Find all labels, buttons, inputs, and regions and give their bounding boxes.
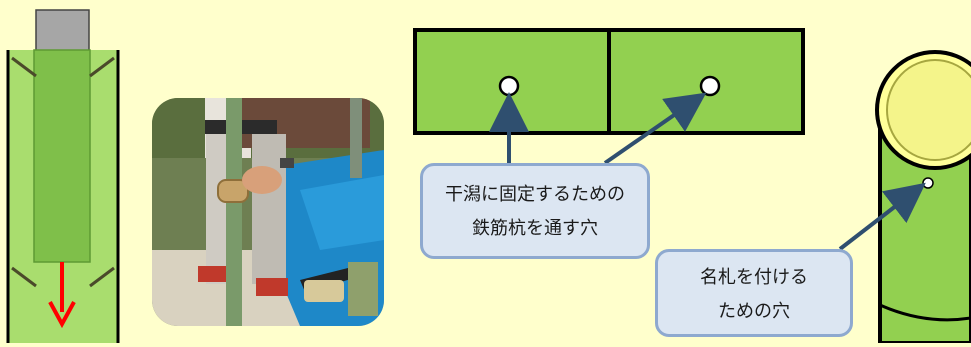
callout-nametag-hole: 名札を付ける ための穴 bbox=[655, 249, 853, 337]
node-slash-tr bbox=[89, 56, 115, 78]
bamboo-top-view bbox=[413, 28, 805, 135]
callout-rebar-hole: 干潟に固定するための 鉄筋杭を通す穴 bbox=[420, 163, 650, 259]
rebar-hole-right bbox=[699, 75, 721, 97]
rebar-hole-left bbox=[498, 75, 520, 97]
bamboo-section-diagram bbox=[6, 9, 120, 343]
nametag-hole bbox=[922, 177, 934, 189]
leader-arrow-nametag bbox=[838, 182, 926, 251]
leader-arrow-right-hole bbox=[603, 92, 707, 165]
tube-band bbox=[879, 303, 971, 322]
node-slash-br bbox=[89, 266, 115, 288]
tube-top-inner bbox=[886, 59, 971, 161]
callout-nametag-line1: 名札を付ける bbox=[700, 267, 808, 288]
node-slash-bl bbox=[11, 266, 37, 288]
callout-rebar-line2: 鉄筋杭を通す穴 bbox=[472, 218, 598, 239]
metal-rod bbox=[35, 9, 90, 53]
callout-rebar-line1: 干潟に固定するための bbox=[445, 184, 625, 205]
photo-worker-bamboo-icon bbox=[152, 98, 384, 326]
bamboo-tube-side bbox=[875, 50, 971, 345]
callout-nametag-line2: ための穴 bbox=[718, 301, 790, 322]
node-slash-tl bbox=[11, 56, 37, 78]
red-arrow-head bbox=[48, 301, 76, 329]
bamboo-insert bbox=[33, 49, 91, 263]
